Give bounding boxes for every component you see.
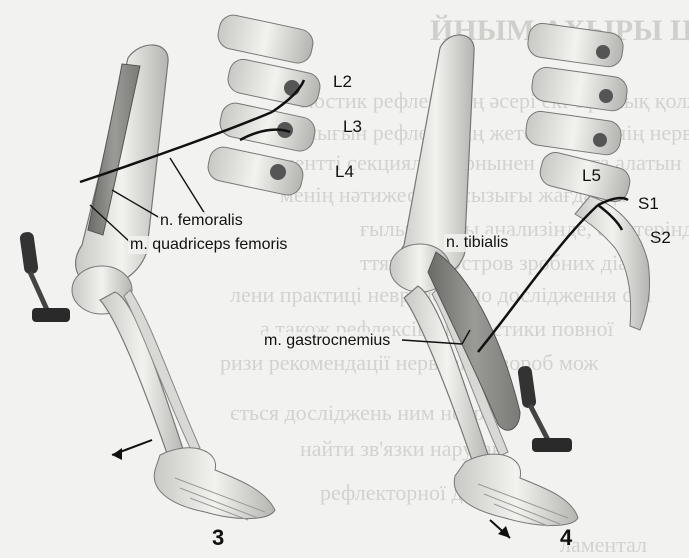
nerve-label-tibialis: n. tibialis [444,234,510,252]
lumbar-vertebrae-3 [205,13,322,198]
reflex-hammer-4 [517,365,572,452]
muscle-label-quadriceps: m. quadriceps femoris [128,236,289,254]
segment-label-l3: L3 [343,117,362,137]
segment-label-l2: L2 [333,72,352,92]
panel-number-4: 4 [560,525,572,551]
panel-4-drawing [390,22,650,538]
foot-bones-3 [154,448,275,519]
reflex-hammer-3 [19,231,70,322]
nerve-label-femoralis: n. femoralis [158,212,245,230]
segment-label-s1: S1 [638,194,659,214]
panel-number-3: 3 [212,525,224,551]
segment-label-s2: S2 [650,228,671,248]
muscle-label-gastrocnemius: m. gastrocnemius [262,332,392,350]
segment-label-l4: L4 [335,162,354,182]
panel-3-drawing [19,13,322,520]
segment-label-l5: L5 [582,166,601,186]
